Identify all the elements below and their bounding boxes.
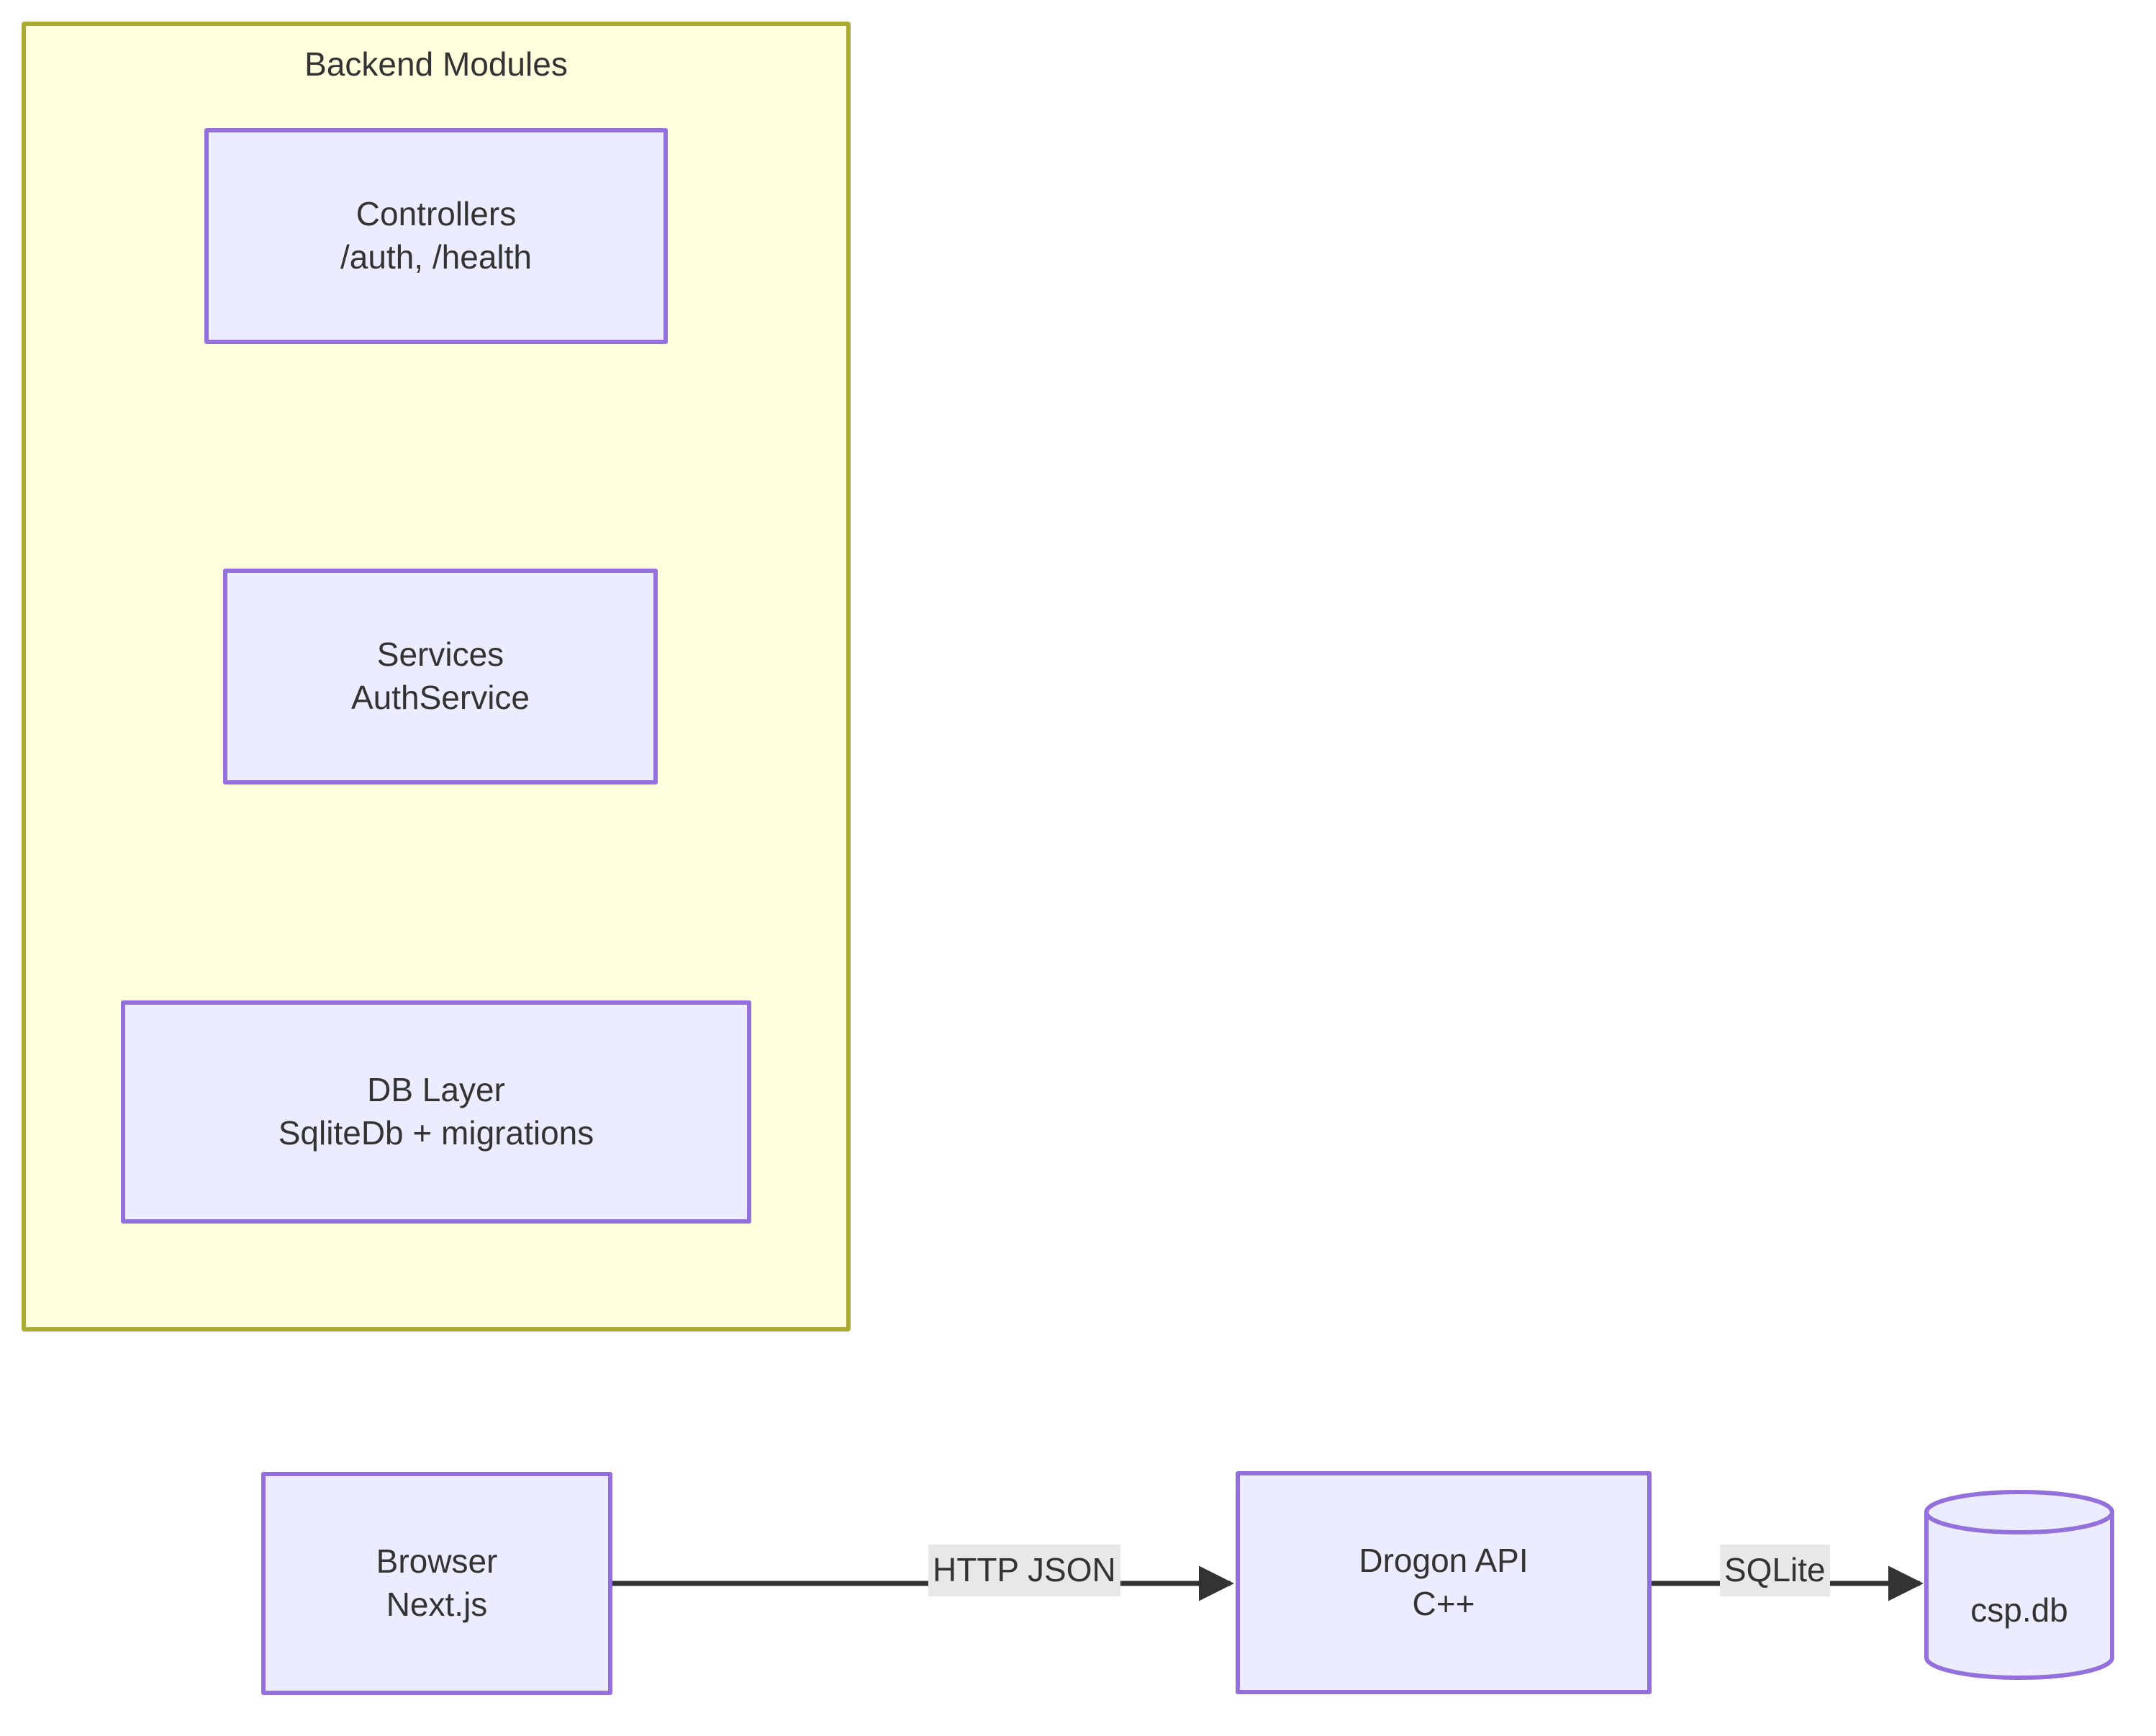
node-browser-line1: Browser xyxy=(376,1542,498,1581)
node-db-layer-line2: SqliteDb + migrations xyxy=(278,1114,594,1152)
node-db-layer-line1: DB Layer xyxy=(367,1071,505,1109)
node-services-line2: AuthService xyxy=(350,679,530,716)
database-icon xyxy=(1924,1490,2114,1680)
node-drogon-api-line2: C++ xyxy=(1412,1585,1475,1622)
node-drogon-api[interactable]: Drogon API C++ xyxy=(1236,1471,1652,1694)
node-drogon-api-line1: Drogon API xyxy=(1359,1542,1528,1580)
node-services-line1: Services xyxy=(376,636,504,674)
edge-label-http-json: HTTP JSON xyxy=(928,1545,1120,1596)
cluster-title: Backend Modules xyxy=(304,45,568,83)
node-services[interactable]: Services AuthService xyxy=(223,569,658,785)
node-database-label: csp.db xyxy=(1970,1591,2068,1629)
node-controllers[interactable]: Controllers /auth, /health xyxy=(204,128,668,344)
edge-label-sqlite: SQLite xyxy=(1720,1545,1830,1596)
node-db-layer[interactable]: DB Layer SqliteDb + migrations xyxy=(121,1000,751,1224)
node-database-cylinder[interactable]: csp.db xyxy=(1923,1488,2116,1681)
node-controllers-line1: Controllers xyxy=(355,195,517,233)
node-controllers-line2: /auth, /health xyxy=(340,238,532,276)
node-browser-line2: Next.js xyxy=(386,1586,488,1623)
node-browser[interactable]: Browser Next.js xyxy=(261,1472,612,1695)
